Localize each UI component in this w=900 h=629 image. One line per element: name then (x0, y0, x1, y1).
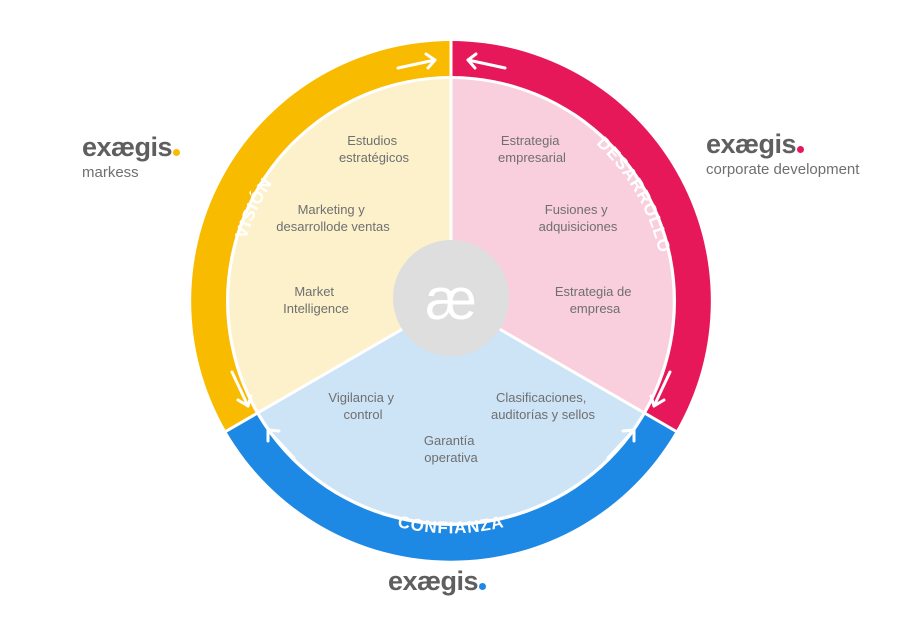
item-market-intelligence: Market Intelligence (283, 284, 349, 316)
brand-markess: exægis markess (82, 132, 181, 181)
sector-vision (229, 79, 451, 412)
sector-desarrollo (451, 79, 673, 412)
brand-dot-icon (479, 583, 487, 590)
brand-corporate-development: exægis corporate development (706, 131, 860, 179)
item-line: Vigilancia y (328, 390, 394, 405)
item-line: Estudios (347, 133, 397, 148)
item-line: estratégicos (339, 150, 410, 165)
item-line: adquisiciones (539, 219, 618, 234)
brand-dot-icon (173, 149, 181, 156)
item-estrategia-empresarial: Estrategia empresarial (498, 133, 566, 165)
item-line: Marketing y (298, 202, 366, 217)
brand-logo: exægis (706, 131, 859, 158)
item-garantia: Garantía operativa (424, 433, 479, 465)
cycle-arrow-icon (266, 428, 296, 460)
cycle-arrow-icon (230, 370, 253, 408)
item-fusiones: Fusiones y adquisiciones (539, 202, 618, 234)
item-line: empresarial (498, 150, 566, 165)
cycle-arrow-icon (606, 428, 636, 460)
item-line: Market (294, 284, 334, 299)
brand-logo: exægis (82, 132, 181, 162)
item-line: auditorías y sellos (491, 407, 596, 422)
item-marketing: Marketing y desarrollode ventas (276, 202, 390, 234)
sector-confianza (259, 301, 643, 523)
item-line: control (343, 407, 382, 422)
item-estudios-estrategicos: Estudios estratégicos (339, 133, 410, 165)
item-line: Garantía (424, 433, 475, 448)
item-line: Intelligence (283, 301, 349, 316)
cycle-arrow-icon (466, 52, 507, 70)
brand-name: exægis (388, 566, 479, 596)
item-estrategia-empresa: Estrategia de empresa (555, 284, 635, 316)
cycle-arrow-icon (649, 370, 672, 408)
brand-exaegis: exægis (388, 566, 487, 596)
item-line: operativa (424, 450, 478, 465)
center-logo (393, 240, 509, 356)
brand-logo: exægis (388, 566, 487, 596)
item-line: desarrollode ventas (276, 219, 390, 234)
cycle-arrow-icon (396, 52, 437, 70)
brand-dot-icon (797, 146, 805, 153)
item-line: Estrategia (501, 133, 560, 148)
brand-subtitle: markess (82, 164, 139, 181)
item-vigilancia: Vigilancia y control (328, 390, 397, 422)
item-line: empresa (570, 301, 621, 316)
item-line: Fusiones y (545, 202, 608, 217)
brand-name: exægis (706, 129, 797, 159)
center-logo-glyph: æ (425, 267, 477, 332)
brand-name: exægis (82, 132, 173, 162)
item-line: Clasificaciones, (496, 390, 586, 405)
item-clasificaciones: Clasificaciones, auditorías y sellos (491, 390, 596, 422)
brand-subtitle: corporate development (706, 161, 860, 178)
item-line: Estrategia de (555, 284, 632, 299)
